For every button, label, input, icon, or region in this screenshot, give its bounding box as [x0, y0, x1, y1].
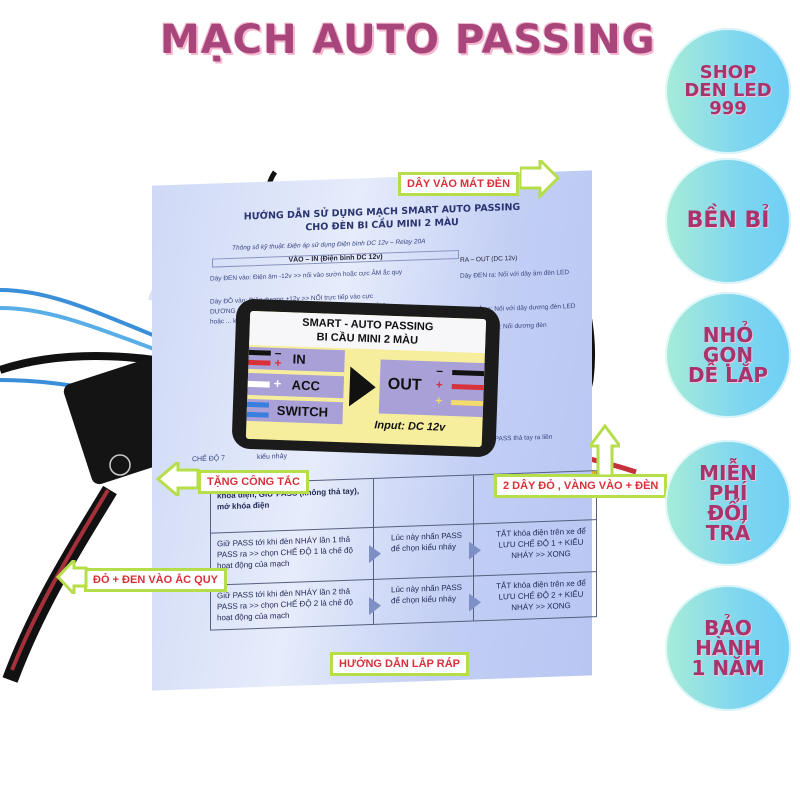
arrow-right-icon	[348, 366, 376, 407]
battery-red	[10, 488, 110, 671]
table-cell: Lúc này nhấn PASS để chọn kiểu nháy	[391, 530, 463, 554]
module-title: SMART - AUTO PASSING BI CẦU MINI 2 MÀU	[249, 310, 487, 354]
flow-arrow-icon	[469, 541, 481, 560]
in-line: Dây ĐEN vào: Điện âm -12v >> nối vào sườ…	[210, 268, 403, 283]
input-label: Input: DC 12v	[374, 419, 446, 434]
callout-arrow-left-icon	[156, 462, 200, 496]
in-row: – + IN	[248, 346, 345, 373]
out-block: OUT – + +	[378, 359, 485, 418]
acc-row: + ACC	[247, 372, 345, 399]
table-cell: TẮT khóa điện trên xe để LƯU CHẾ ĐỘ 2 + …	[496, 578, 586, 613]
doc-title: HƯỚNG DẪN SỬ DỤNG MẠCH SMART AUTO PASSIN…	[222, 200, 542, 237]
plus-sign: +	[435, 377, 444, 392]
plus-sign: +	[435, 393, 443, 408]
callout-guide: HƯỚNG DẪN LẮP RÁP	[330, 652, 469, 676]
switch-label: SWITCH	[276, 402, 329, 420]
acc-label: ACC	[291, 377, 321, 394]
badge-text: MIỄN PHÍ ĐỔI TRẢ	[699, 461, 757, 545]
table-cell: Lúc này nhấn PASS để chọn kiểu nháy	[391, 582, 463, 606]
flow-arrow-icon	[369, 544, 381, 564]
table-cell: TẮT khóa điện trên xe để LƯU CHẾ ĐỘ 1 + …	[496, 526, 586, 561]
out-header: RA – OUT (DC 12v)	[460, 254, 518, 264]
out-line: Dây ĐEN ra: Nối với dây âm đèn LED	[460, 269, 570, 280]
flow-arrow-icon	[469, 593, 481, 612]
out-label: OUT	[387, 375, 422, 394]
in-label: IN	[292, 351, 306, 367]
auto-passing-module: SMART - AUTO PASSING BI CẦU MINI 2 MÀU –…	[231, 298, 501, 458]
badge-shop: SHOP DEN LED 999	[665, 28, 791, 154]
callout-output: 2 DÂY ĐỎ , VÀNG VÀO + ĐÈN	[494, 474, 668, 498]
plus-sign: +	[274, 355, 282, 371]
plus-sign: +	[273, 375, 282, 392]
module-label: SMART - AUTO PASSING BI CẦU MINI 2 MÀU –…	[245, 310, 487, 448]
badge-durable: BỀN BỈ	[665, 158, 791, 284]
callout-arrow-left-icon	[56, 560, 88, 594]
callout-arrow-up-icon	[590, 424, 620, 476]
callout-lamp: DÂY VÀO MÁT ĐÈN	[398, 172, 520, 196]
badge-text: SHOP DEN LED 999	[684, 62, 772, 119]
switch-row: SWITCH	[246, 398, 344, 425]
callout-battery: ĐỎ + ĐEN VÀO ẮC QUY	[84, 568, 227, 592]
doc-spec: Thông số kỹ thuật: Điện áp sử dụng Điện …	[232, 238, 426, 252]
table-cell: Giữ PASS tới khi đèn NHÁY lần 1 thả PASS…	[217, 534, 353, 571]
callout-arrow-right-icon	[520, 160, 560, 200]
badge-compact: NHỎ GỌN DỄ LẮP	[665, 292, 791, 418]
callout-switch: TẶNG CÔNG TẮC	[198, 470, 309, 494]
badge-free-return: MIỄN PHÍ ĐỔI TRẢ	[665, 440, 791, 566]
badge-text: BẢO HÀNH 1 NĂM	[691, 616, 765, 680]
switch-icon	[109, 454, 131, 476]
table-cell: Giữ PASS tới khi đèn NHÁY lần 2 thả PASS…	[217, 586, 353, 623]
badge-text: BỀN BỈ	[686, 208, 770, 233]
flow-arrow-icon	[369, 596, 381, 616]
minus-sign: –	[436, 363, 444, 378]
mode-cell: kiểu nháy	[257, 452, 287, 462]
in-header: VÀO – IN (Điện bình DC 12v)	[212, 249, 459, 268]
page-title: MẠCH AUTO PASSING	[160, 17, 656, 63]
badge-text: NHỎ GỌN DỄ LẮP	[687, 323, 769, 387]
badge-warranty: BẢO HÀNH 1 NĂM	[665, 585, 791, 711]
